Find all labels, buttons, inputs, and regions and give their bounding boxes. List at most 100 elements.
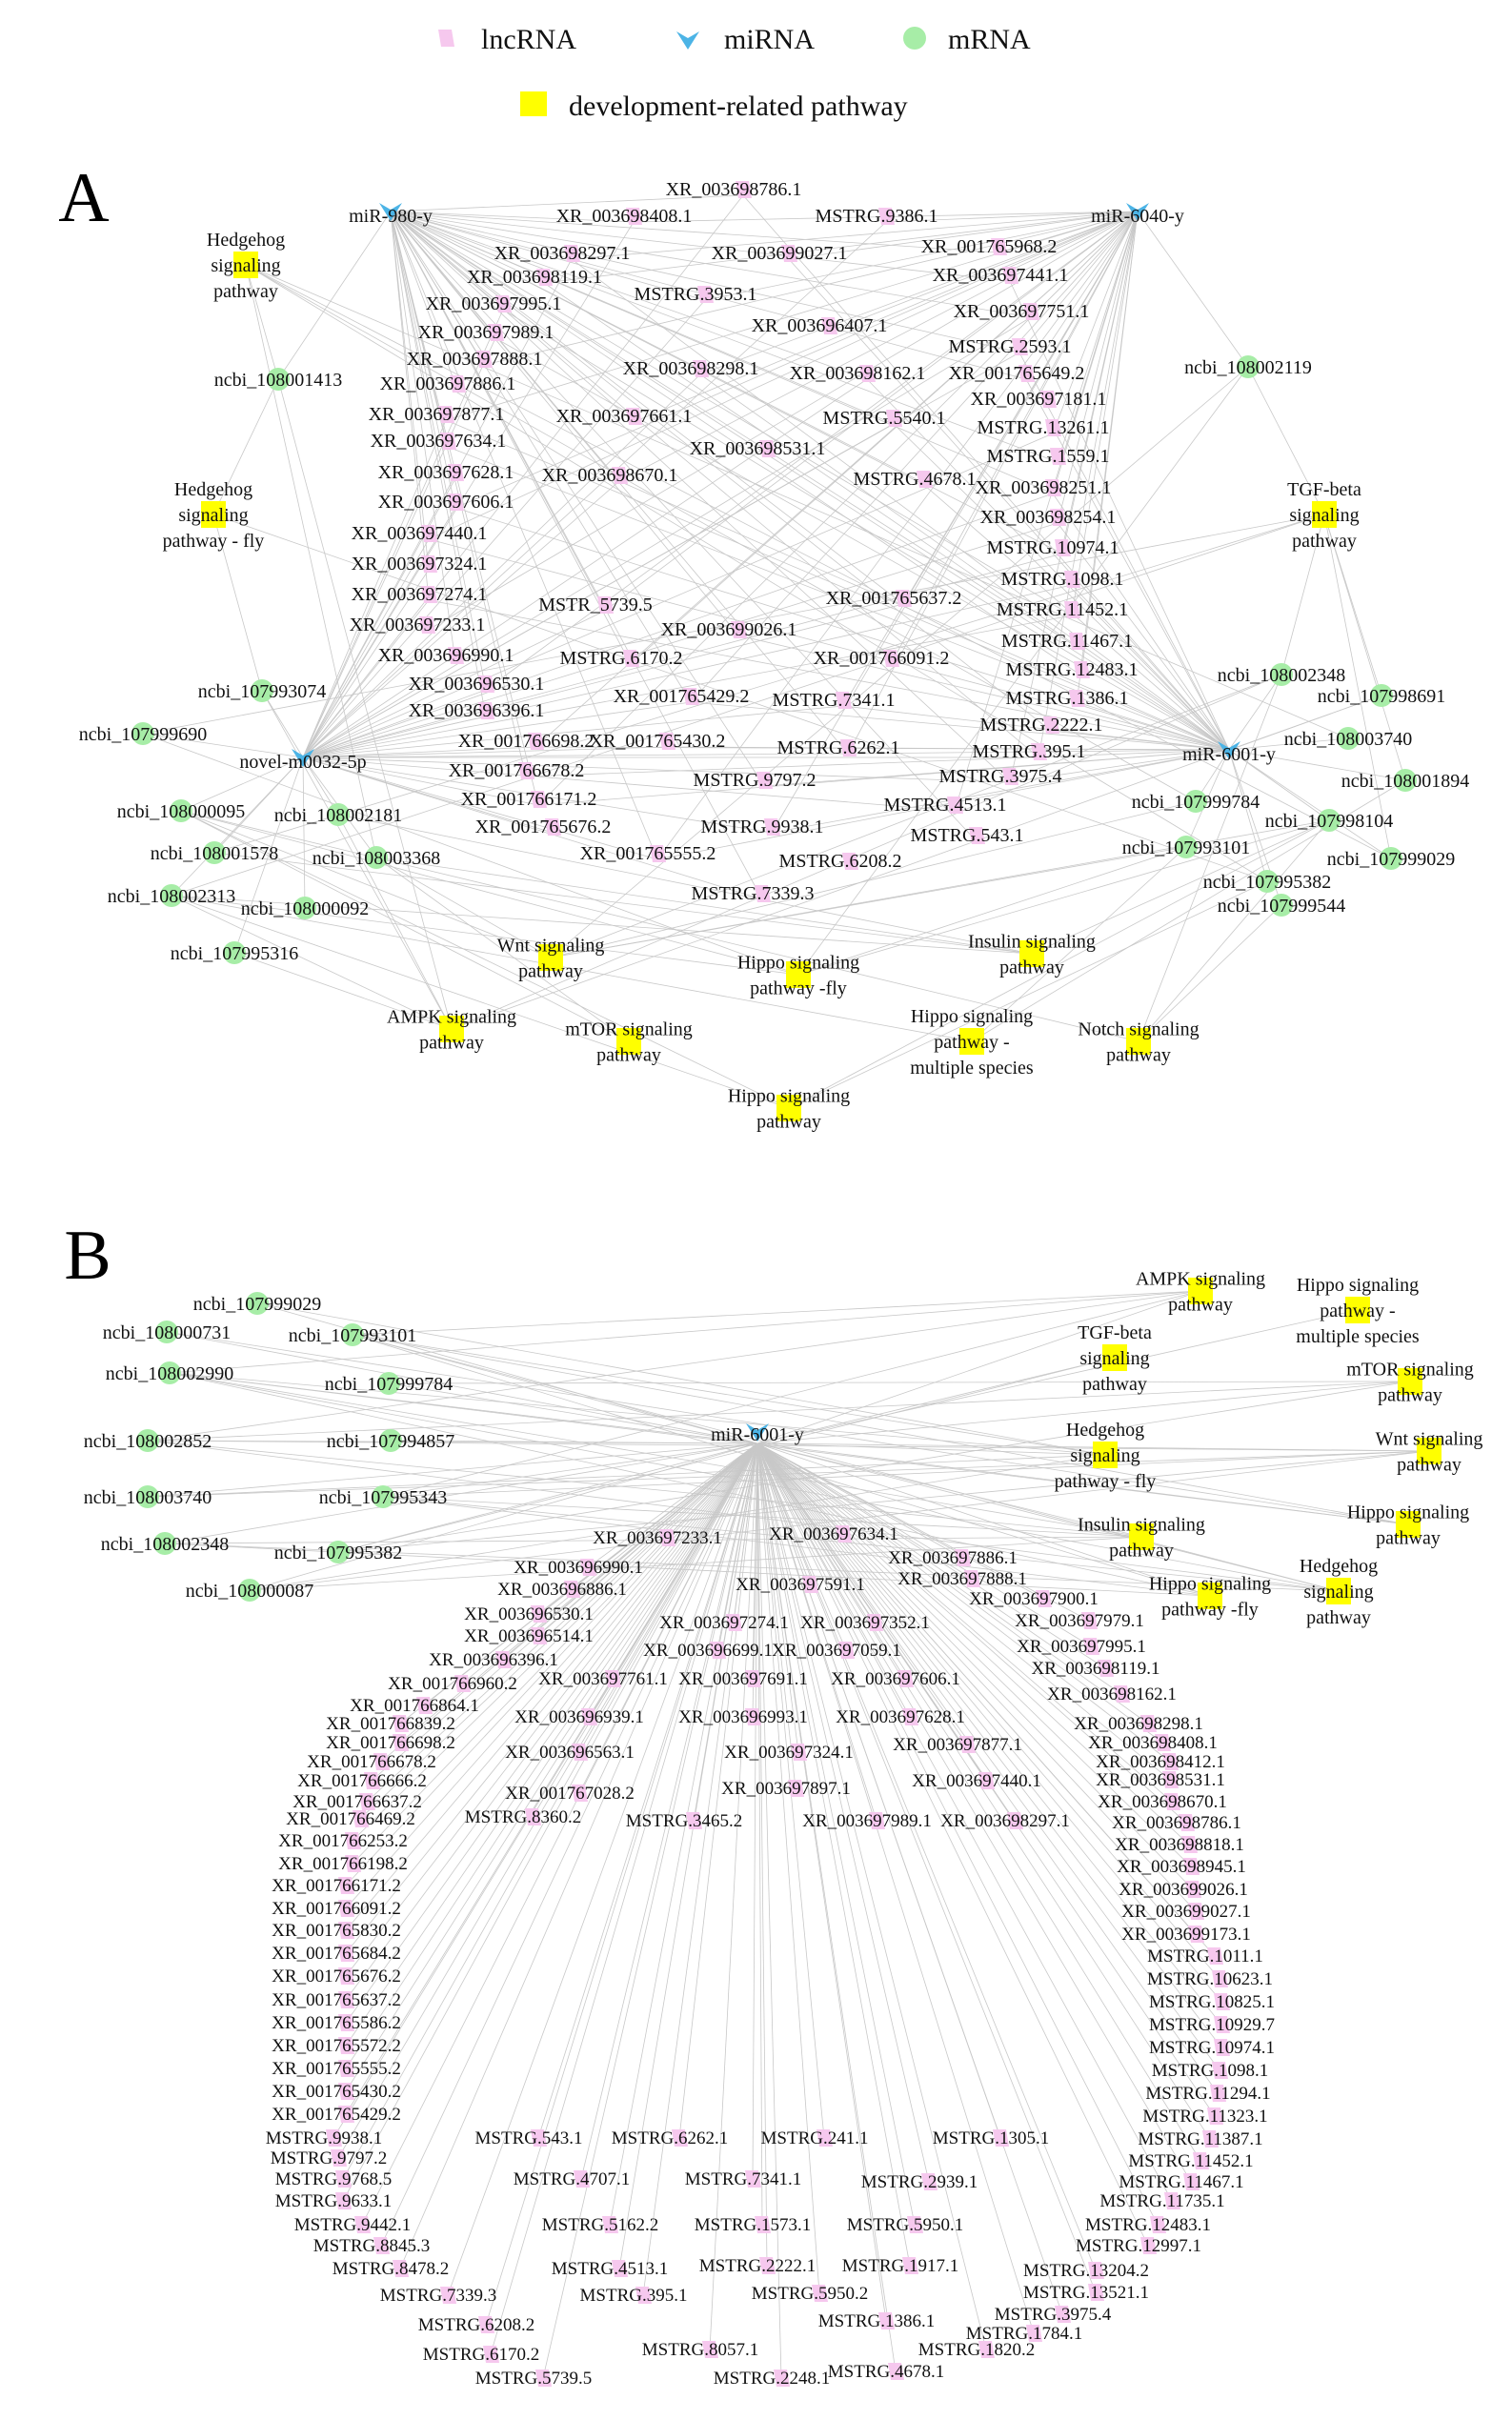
lncrna-node-label: XR_003696939.1	[514, 1707, 644, 1727]
edge	[1323, 514, 1406, 781]
edge	[788, 819, 1330, 1109]
edge	[390, 211, 1020, 353]
lncrna-node-label: MSTRG.9938.1	[701, 817, 824, 837]
edge	[345, 1442, 758, 2092]
pathway-node-label: pathway	[1082, 1374, 1147, 1395]
edge	[375, 857, 1033, 955]
edge	[302, 756, 539, 806]
lncrna-node-icon	[478, 676, 494, 693]
edge	[756, 1442, 1173, 2202]
lncrna-node-icon	[531, 1605, 547, 1623]
lncrna-node-icon	[476, 351, 493, 368]
edge	[666, 746, 1230, 751]
lncrna-node-label: XR_001765586.2	[272, 2013, 401, 2033]
edge	[537, 749, 1230, 806]
lncrna-node-icon	[635, 2287, 652, 2304]
lncrna-node-label: MSTRG.2222.1	[980, 715, 1103, 736]
lncrna-node-label: XR_003699027.1	[1121, 1902, 1251, 1922]
lncrna-node-label: XR_003696699.1	[643, 1641, 773, 1661]
edge	[352, 1442, 758, 1865]
mrna-node-icon	[365, 846, 388, 869]
lncrna-node-icon	[878, 208, 895, 225]
lncrna-node-icon	[1040, 391, 1057, 408]
lncrna-node-icon	[1212, 2062, 1228, 2079]
edge	[302, 599, 430, 758]
edge	[1071, 211, 1139, 616]
lncrna-node-icon	[345, 1832, 361, 1849]
edge	[302, 477, 456, 758]
edge	[1138, 674, 1282, 1042]
lncrna-node-icon	[338, 2060, 354, 2077]
edge	[1009, 211, 1139, 783]
mirna-node-label: miR-980-y	[349, 206, 433, 227]
edge	[337, 1442, 758, 2159]
pathway-node-icon	[1396, 1511, 1421, 1538]
edge	[302, 309, 504, 758]
edge	[302, 756, 1011, 783]
edge	[756, 1442, 1222, 2048]
lncrna-node-icon	[393, 1715, 409, 1732]
lncrna-node-icon	[478, 2316, 494, 2333]
edge	[1076, 703, 1230, 751]
edge	[390, 211, 539, 806]
lncrna-node-label: MSTRG.13521.1	[1023, 2283, 1149, 2303]
edge	[756, 1442, 987, 2350]
edge	[359, 1442, 758, 1820]
lncrna-node-icon	[959, 1736, 976, 1753]
edge	[171, 895, 799, 976]
edge	[797, 366, 1249, 976]
edge	[169, 1372, 1340, 1592]
lncrna-node-label: XR_001766698.2	[458, 731, 595, 752]
edge	[212, 514, 263, 692]
lncrna-node-label: MSTRG.7339.3	[692, 883, 815, 904]
edge	[302, 316, 1032, 758]
edge	[788, 880, 1268, 1109]
edge	[1057, 211, 1139, 524]
lncrna-node-label: XR_003698254.1	[980, 507, 1117, 528]
edge	[447, 446, 1230, 751]
pathway-node-label: signaling	[1079, 1348, 1149, 1369]
mrna-node-icon	[223, 941, 246, 964]
edge	[337, 814, 1033, 955]
pathway-node-icon	[233, 252, 258, 278]
lncrna-node-icon	[393, 1734, 409, 1751]
edge	[756, 1442, 1192, 1867]
edge	[1025, 211, 1139, 380]
lncrna-node-label: MSTRG.2939.1	[861, 2172, 978, 2192]
pathway-node-label: Hedgehog	[1300, 1556, 1378, 1577]
edge	[169, 1372, 1211, 1597]
lncrna-node-icon	[1064, 571, 1080, 588]
lncrna-node-label: MSTRG.395.1	[973, 741, 1086, 762]
lncrna-node-icon	[364, 1772, 380, 1789]
lncrna-node-icon	[373, 1753, 390, 1770]
edge	[543, 282, 1230, 751]
edge	[302, 716, 487, 758]
lncrna-node-label: MSTRG.4678.1	[854, 469, 977, 490]
pathway-node-label: signaling	[1070, 1445, 1139, 1466]
lncrna-node-icon	[438, 406, 454, 423]
lncrna-node-label: XR_001766864.1	[350, 1696, 479, 1716]
lncrna-node-label: MSTRG.11294.1	[1145, 2084, 1270, 2104]
mrna-node-label: ncbi_108003740	[84, 1487, 212, 1508]
edge	[390, 211, 456, 509]
pathway-node-label: pathway - fly	[1055, 1471, 1157, 1492]
lncrna-node-label: XR_003697628.1	[378, 462, 514, 483]
edge	[337, 1381, 1411, 1553]
pathway-node-icon	[1198, 1583, 1222, 1609]
lncrna-node-icon	[888, 2363, 904, 2380]
lncrna-node-label: XR_003697324.1	[352, 554, 488, 575]
lncrna-node-label: XR_003697233.1	[593, 1528, 722, 1548]
edge	[382, 1496, 1211, 1597]
lncrna-node-icon	[1026, 2325, 1042, 2342]
edge	[1247, 366, 1325, 515]
edge	[164, 1543, 1340, 1592]
mrna-node-icon	[1237, 355, 1260, 378]
lncrna-node-label: XR_003696407.1	[752, 315, 888, 336]
lncrna-node-icon	[802, 1576, 818, 1593]
edge	[618, 211, 1139, 482]
lncrna-node-icon	[978, 2341, 995, 2358]
lncrna-node-label: MSTRG.5950.2	[752, 2284, 868, 2304]
edge	[302, 493, 1054, 758]
edge	[390, 194, 744, 212]
